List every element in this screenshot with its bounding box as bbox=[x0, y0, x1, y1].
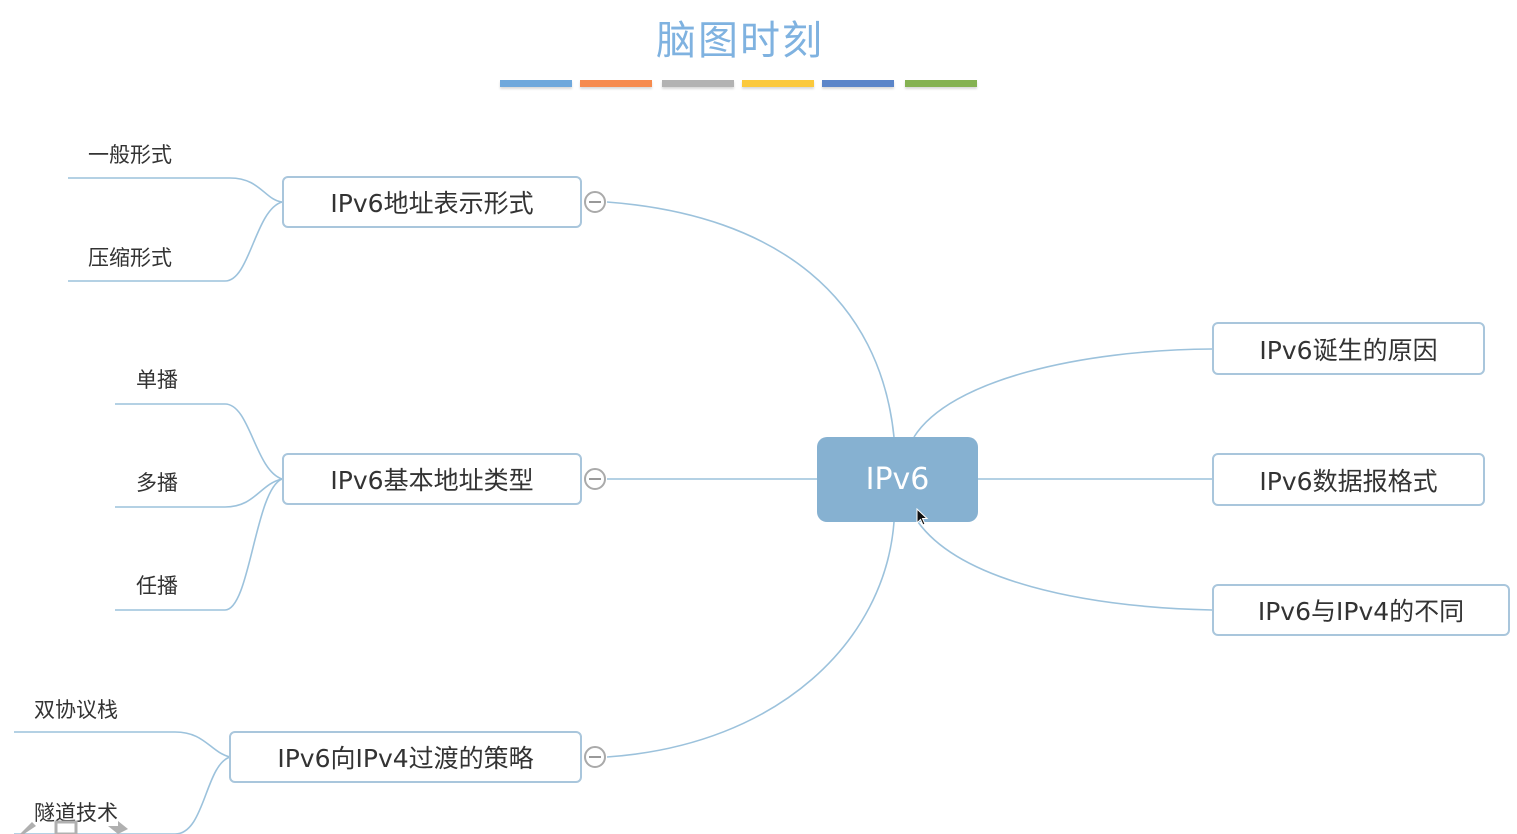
branch-node-address-types[interactable]: IPv6基本地址类型 bbox=[282, 453, 582, 505]
link-central-right-1 bbox=[913, 348, 1213, 438]
branch-node-address-representation[interactable]: IPv6地址表示形式 bbox=[282, 176, 582, 228]
leaf-node-general-form[interactable]: 一般形式 bbox=[88, 143, 172, 167]
link-leaf-general-form bbox=[68, 177, 283, 203]
branch-label: IPv6与IPv4的不同 bbox=[1257, 597, 1465, 626]
mouse-cursor-icon bbox=[916, 508, 929, 526]
leaf-node-anycast[interactable]: 任播 bbox=[136, 574, 178, 598]
collapse-toggle-icon[interactable] bbox=[584, 191, 606, 213]
branch-node-origin-reason[interactable]: IPv6诞生的原因 bbox=[1212, 322, 1485, 375]
branch-node-transition-strategy[interactable]: IPv6向IPv4过渡的策略 bbox=[229, 731, 582, 783]
bottom-toolbar-icons bbox=[20, 820, 128, 834]
link-leaf-multicast bbox=[115, 478, 283, 508]
leaf-node-multicast[interactable]: 多播 bbox=[136, 471, 178, 495]
link-central-branch-3 bbox=[606, 521, 895, 758]
save-icon bbox=[54, 820, 78, 834]
link-leaf-anycast bbox=[115, 478, 283, 611]
branch-label: IPv6数据报格式 bbox=[1259, 466, 1438, 496]
color-bar bbox=[742, 80, 814, 87]
color-bar bbox=[580, 80, 652, 87]
color-bar bbox=[500, 80, 572, 87]
branch-node-ipv6-vs-ipv4[interactable]: IPv6与IPv4的不同 bbox=[1212, 584, 1510, 636]
central-topic-node[interactable]: IPv6 bbox=[817, 437, 978, 522]
pen-icon bbox=[20, 822, 36, 834]
color-bar bbox=[822, 80, 894, 87]
central-topic-label: IPv6 bbox=[865, 462, 930, 497]
link-leaf-tunneling bbox=[14, 756, 231, 834]
link-central-right-3 bbox=[917, 521, 1213, 611]
link-leaf-compressed-form bbox=[68, 201, 283, 282]
color-bar bbox=[905, 80, 977, 87]
leaf-node-compressed-form[interactable]: 压缩形式 bbox=[88, 246, 172, 270]
leaf-node-dual-stack[interactable]: 双协议栈 bbox=[34, 698, 118, 722]
leaf-node-unicast[interactable]: 单播 bbox=[136, 368, 178, 392]
forward-arrow-icon bbox=[108, 821, 128, 834]
branch-label: IPv6地址表示形式 bbox=[330, 189, 534, 218]
collapse-toggle-icon[interactable] bbox=[584, 468, 606, 490]
link-central-branch-1 bbox=[606, 201, 895, 438]
branch-node-datagram-format[interactable]: IPv6数据报格式 bbox=[1212, 453, 1485, 506]
branch-label: IPv6基本地址类型 bbox=[330, 466, 534, 495]
branch-label: IPv6向IPv4过渡的策略 bbox=[277, 744, 534, 773]
link-leaf-dual-stack bbox=[14, 731, 231, 758]
link-leaf-unicast bbox=[115, 403, 283, 480]
collapse-toggle-icon[interactable] bbox=[584, 746, 606, 768]
page-title: 脑图时刻 bbox=[656, 18, 824, 64]
color-bar bbox=[662, 80, 734, 87]
branch-label: IPv6诞生的原因 bbox=[1259, 335, 1438, 365]
